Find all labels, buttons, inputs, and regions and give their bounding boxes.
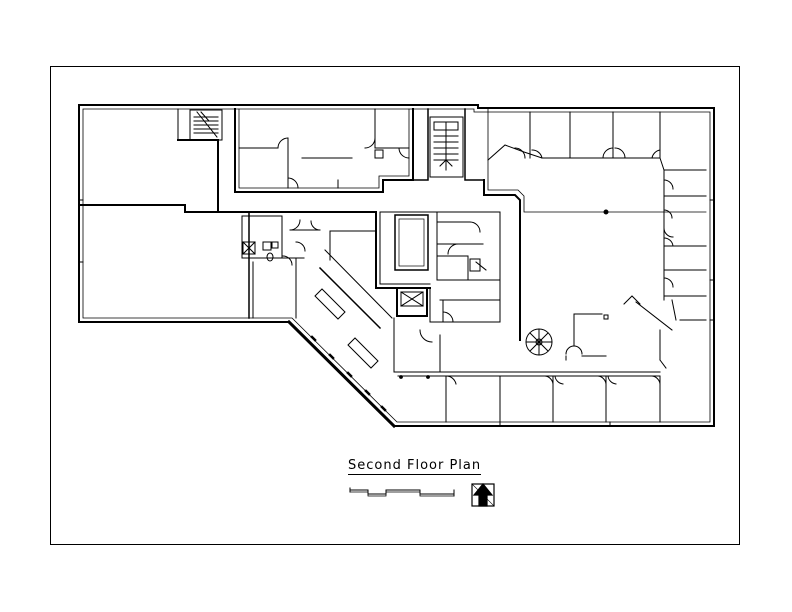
south-offices (445, 359, 667, 423)
spiral-stair (525, 328, 553, 356)
central-core (412, 108, 485, 181)
exterior-walls (78, 104, 715, 427)
north-arrow-icon (471, 483, 495, 507)
stair-northwest (189, 109, 223, 141)
drawing-title: Second Floor Plan (348, 458, 482, 475)
elevator (396, 287, 431, 323)
scale-bar (349, 487, 455, 497)
south-center-rooms (393, 299, 661, 379)
lobby-area (286, 230, 397, 429)
service-rooms (241, 215, 321, 266)
north-suite (234, 108, 414, 193)
drawing-border (50, 66, 740, 545)
west-wing (78, 108, 254, 319)
central-corridor (234, 211, 501, 289)
open-office-partitions (565, 209, 673, 361)
east-offices (663, 169, 707, 321)
perimeter-window-ticks (78, 199, 715, 427)
northeast-offices (487, 111, 707, 171)
east-corridor-wall (482, 108, 707, 341)
diagonal-window-ticks (310, 335, 387, 412)
